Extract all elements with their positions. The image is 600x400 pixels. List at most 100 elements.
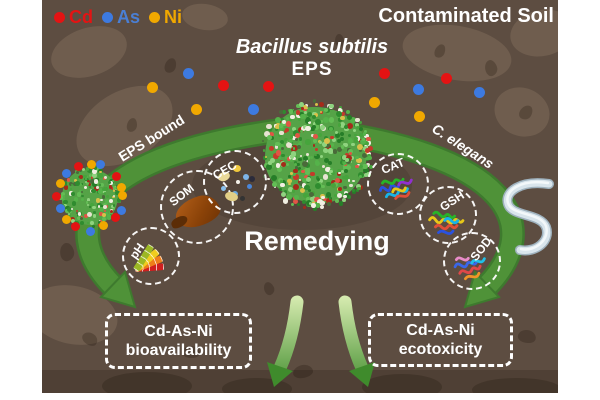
molecule-speckle: [78, 190, 83, 194]
molecule-speckle: [69, 188, 72, 191]
molecule-speckle: [319, 124, 325, 130]
factor-circle-cat: CAT: [367, 153, 429, 215]
molecule-speckle: [266, 123, 272, 129]
molecule-speckle: [285, 155, 288, 159]
molecule-speckle: [355, 118, 360, 123]
molecule-speckle: [298, 157, 303, 162]
molecule-speckle: [367, 153, 371, 158]
molecule-speckle: [302, 104, 307, 109]
bound-ion-dot: [51, 191, 61, 201]
molecule-speckle: [86, 167, 90, 171]
molecule-speckle: [290, 115, 295, 120]
molecule-speckle: [305, 106, 308, 110]
molecule-speckle: [325, 198, 332, 205]
cd-ion-dot: [441, 73, 452, 84]
molecule-speckle: [308, 201, 313, 205]
molecule-speckle: [340, 137, 345, 142]
molecule-speckle: [312, 143, 316, 147]
molecule-speckle: [89, 173, 93, 177]
molecule-speckle: [112, 179, 114, 182]
molecule-speckle: [73, 178, 77, 182]
molecule-speckle: [323, 157, 329, 163]
molecule-speckle: [367, 146, 373, 152]
molecule-speckle: [347, 138, 354, 144]
molecule-speckle: [293, 168, 298, 174]
molecule-speckle: [303, 107, 307, 112]
molecule-speckle: [366, 136, 371, 142]
molecule-speckle: [345, 155, 352, 161]
factor-circle-ph: pH: [122, 227, 180, 285]
molecule-speckle: [355, 136, 361, 142]
molecule-speckle: [262, 155, 268, 161]
molecule-speckle: [300, 113, 306, 120]
molecule-speckle: [86, 222, 89, 225]
molecule-speckle: [313, 138, 317, 143]
molecule-speckle: [361, 138, 365, 142]
molecule-speckle: [91, 181, 97, 187]
molecule-speckle: [345, 157, 349, 162]
molecule-speckle: [358, 127, 363, 132]
molecule-speckle: [91, 188, 96, 194]
molecule-speckle: [354, 133, 358, 137]
molecule-speckle: [112, 194, 116, 198]
molecule-speckle: [338, 187, 342, 191]
molecule-speckle: [318, 178, 323, 183]
molecule-speckle: [329, 103, 334, 108]
molecule-speckle: [282, 198, 289, 204]
molecule-speckle: [274, 145, 279, 149]
molecule-speckle: [314, 119, 321, 126]
molecule-speckle: [353, 139, 359, 144]
molecule-speckle: [72, 201, 77, 206]
molecule-speckle: [358, 174, 363, 178]
molecule-speckle: [308, 192, 314, 198]
molecule-speckle: [93, 166, 98, 170]
molecule-speckle: [325, 192, 332, 199]
molecule-speckle: [91, 172, 97, 178]
molecule-speckle: [298, 178, 302, 182]
molecule-speckle: [359, 164, 363, 169]
molecule-speckle: [297, 203, 301, 207]
molecule-speckle: [63, 185, 69, 190]
molecule-speckle: [339, 105, 343, 109]
molecule-speckle: [337, 122, 342, 127]
factor-circle-cec: CEC: [203, 150, 267, 214]
molecule-speckle: [336, 111, 343, 118]
molecule-speckle: [269, 135, 275, 141]
molecule-speckle: [270, 158, 275, 163]
molecule-speckle: [92, 205, 96, 209]
molecule-speckle: [318, 141, 322, 144]
molecule-speckle: [316, 177, 321, 182]
molecule-speckle: [343, 175, 349, 181]
molecule-speckle: [302, 177, 307, 183]
molecule-speckle: [112, 207, 115, 210]
molecule-speckle: [70, 183, 74, 187]
molecule-speckle: [342, 198, 346, 202]
molecule-speckle: [343, 143, 346, 146]
molecule-speckle: [357, 163, 361, 167]
molecule-speckle: [310, 155, 313, 159]
molecule-speckle: [306, 176, 312, 182]
outcome-box-bioavailability: Cd-As-Ni bioavailability: [105, 313, 252, 369]
molecule-speckle: [327, 201, 332, 206]
molecule-speckle: [99, 184, 102, 187]
molecule-speckle: [341, 176, 345, 180]
bound-ion-dot: [87, 160, 97, 170]
molecule-speckle: [92, 214, 97, 218]
sod-protein-icon: [453, 256, 486, 281]
molecule-speckle: [320, 155, 324, 158]
as-ion-dot: [474, 87, 485, 98]
molecule-speckle: [358, 120, 363, 125]
molecule-speckle: [333, 194, 337, 198]
molecule-speckle: [363, 130, 367, 134]
molecule-speckle: [290, 159, 294, 163]
molecule-speckle: [307, 188, 311, 193]
molecule-speckle: [336, 146, 343, 153]
molecule-speckle: [323, 138, 330, 145]
molecule-speckle: [323, 197, 327, 202]
molecule-speckle: [104, 211, 108, 215]
bound-ion-dot: [117, 205, 127, 215]
molecule-speckle: [99, 212, 103, 216]
molecule-speckle: [342, 165, 346, 169]
outcome-box-ecotoxicity: Cd-As-Ni ecotoxicity: [368, 313, 513, 367]
